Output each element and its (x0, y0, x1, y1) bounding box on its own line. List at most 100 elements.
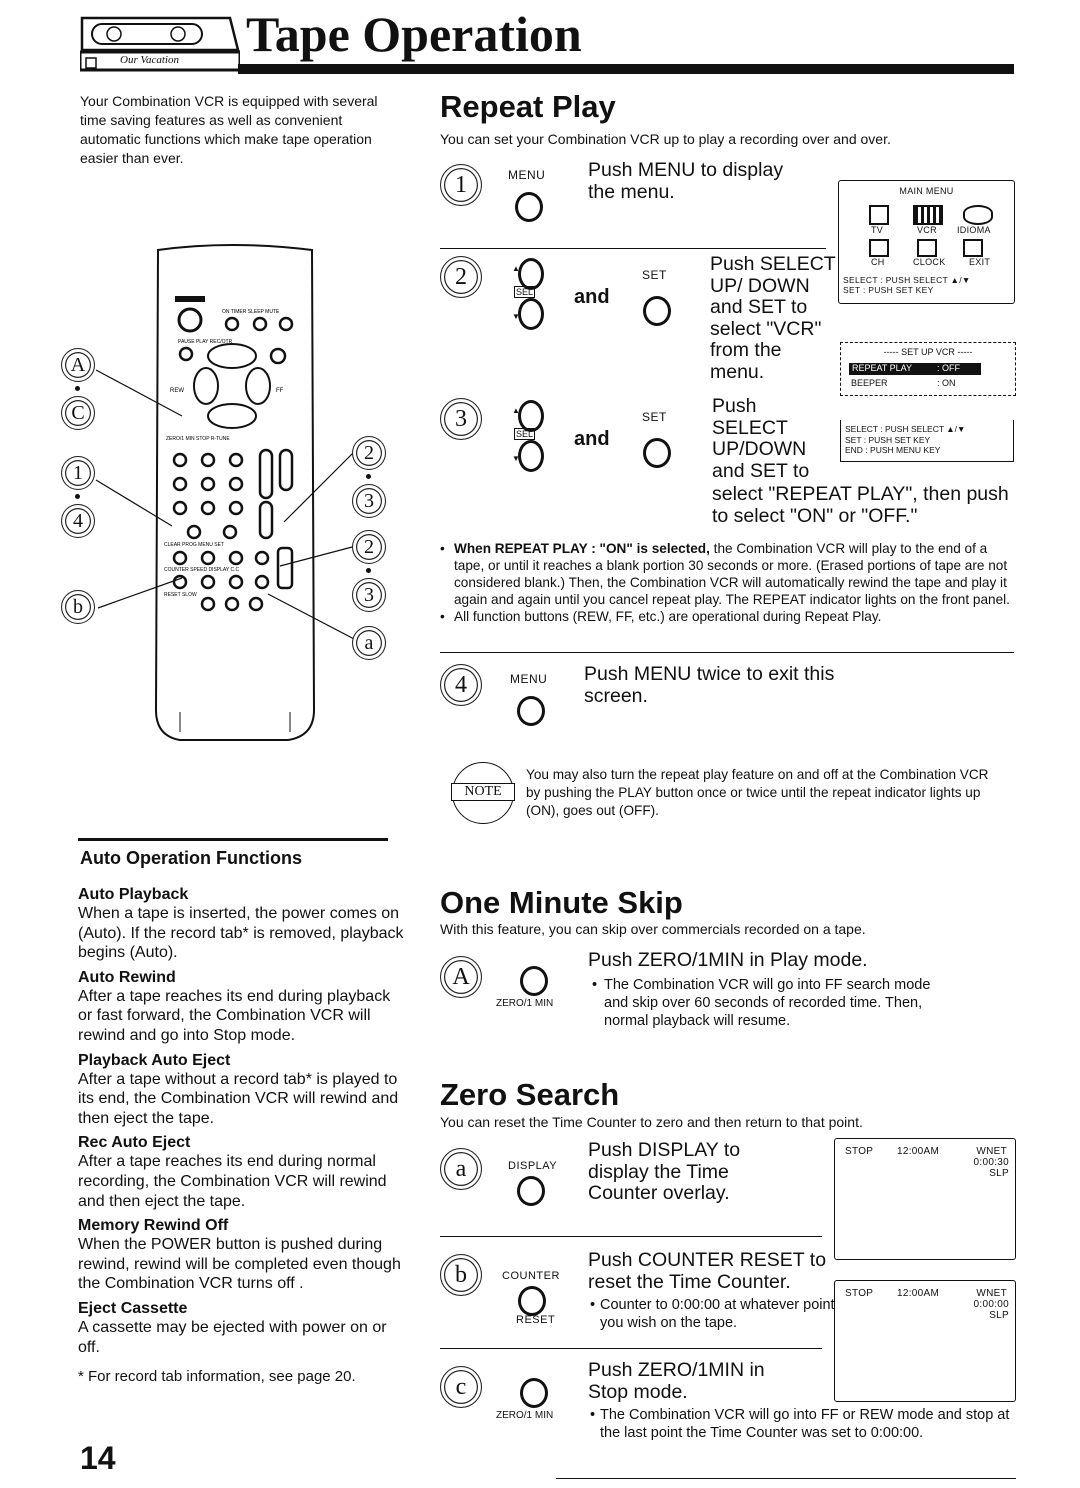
note-badge-icon: NOTE (451, 762, 515, 824)
page-title: Tape Operation (246, 6, 582, 62)
callout-4-icon: 4 (61, 504, 95, 538)
auto-item-head: Rec Auto Eject (78, 1134, 191, 1152)
one-minute-skip-title: One Minute Skip (440, 885, 683, 920)
svg-text:ON TIMER SLEEP MUTE: ON TIMER SLEEP MUTE (222, 309, 280, 315)
bullet-2: • All function buttons (REW, FF, etc.) a… (440, 609, 882, 624)
menu-help-1: SELECT : PUSH SELECT ▲/▼ (843, 275, 971, 285)
auto-item-head: Eject Cassette (78, 1299, 188, 1317)
title-rule (238, 64, 1014, 74)
counter-screen-2: STOP 12:00AM WNET 0:00:00 SLP (834, 1280, 1016, 1402)
sel-rocker-icon: ▲ ▼ SEL (512, 398, 544, 472)
auto-item-head: Memory Rewind Off (78, 1217, 229, 1235)
footnote: * For record tab information, see page 2… (78, 1368, 356, 1386)
main-menu-title: MAIN MENU (899, 186, 954, 196)
auto-item-head: Auto Playback (78, 886, 189, 903)
menu-button-icon[interactable] (517, 696, 545, 726)
auto-item-text: After a tape reaches its end during play… (78, 987, 391, 1044)
display-button-icon[interactable] (517, 1176, 545, 1206)
step-1-icon: 1 (440, 164, 482, 206)
menu-label: MENU (510, 672, 548, 686)
set-button-icon[interactable] (643, 438, 671, 468)
screen-speed: SLP (989, 1168, 1009, 1179)
step-a-text: Push DISPLAY to display the Time Counter… (588, 1139, 741, 1204)
auto-item-text: When a tape is inserted, the power comes… (78, 905, 404, 962)
auto-functions-list: Auto Playback When a tape is inserted, t… (78, 886, 408, 1386)
vcr-help-1: SELECT : PUSH SELECT ▲/▼ (845, 424, 966, 434)
skip-step-head: Push ZERO/1MIN in Play mode. (588, 949, 868, 971)
svg-text:REW: REW (170, 388, 184, 394)
svg-text:RESET SLOW: RESET SLOW (164, 592, 197, 598)
svg-text:COUNTER SPEED DISPLAY C.C: COUNTER SPEED DISPLAY C.C (164, 567, 239, 573)
auto-functions-title: Auto Operation Functions (80, 848, 302, 868)
sel-label: SEL (514, 286, 536, 298)
step-2-icon: 2 (440, 256, 482, 298)
cassette-logo: Our Vacation (78, 10, 242, 72)
menu-icon-label: CH (871, 257, 885, 267)
repeat-play-subtitle: You can set your Combination VCR up to p… (440, 131, 891, 147)
auto-item: Auto Playback When a tape is inserted, t… (78, 886, 408, 963)
clock-icon (917, 239, 937, 257)
note-label: NOTE (451, 783, 515, 801)
auto-item: Playback Auto Eject After a tape without… (78, 1052, 408, 1129)
footer-rule (556, 1478, 1016, 1480)
auto-item: Rec Auto Eject After a tape reaches its … (78, 1134, 408, 1211)
callout-dot (366, 568, 371, 573)
step-3-text-2: select "REPEAT PLAY", then push to selec… (712, 483, 1009, 527)
callout-1-icon: 1 (61, 456, 95, 490)
counter-reset-button-icon[interactable] (518, 1286, 546, 1316)
display-label: DISPLAY (508, 1160, 558, 1172)
auto-item-head: Auto Rewind (78, 968, 176, 986)
auto-item-text: A cassette may be ejected with power on … (78, 1318, 387, 1356)
remote-illustration: ON TIMER SLEEP MUTE PAUSE PLAY REC/OTR R… (60, 240, 400, 780)
menu-icon-label: CLOCK (913, 257, 946, 267)
note-text: You may also turn the repeat play featur… (526, 767, 989, 818)
callout-b-icon: b (61, 590, 95, 624)
screen-channel: WNET (976, 1146, 1007, 1157)
step-a-icon: a (440, 1148, 482, 1190)
step-b-text-content: Counter to 0:00:00 at whatever point you… (600, 1297, 835, 1331)
menu-button-icon[interactable] (515, 192, 543, 222)
zero-1min-label: ZERO/1 MIN (496, 998, 554, 1009)
svg-text:PAUSE PLAY REC/OTR: PAUSE PLAY REC/OTR (178, 339, 233, 345)
bullet-2-text: All function buttons (REW, FF, etc.) are… (454, 609, 882, 624)
callout-3-icon: 3 (352, 484, 386, 518)
zero-1min-button-icon[interactable] (520, 966, 548, 996)
and-label: and (574, 428, 610, 450)
vcr-screen-title: ----- SET UP VCR ----- (883, 347, 973, 357)
menu-icon-label: EXIT (969, 257, 991, 267)
callout-A-icon: A (61, 348, 95, 382)
sel-label: SEL (514, 428, 536, 440)
step-4-text: Push MENU twice to exit this screen. (584, 663, 835, 707)
bullet-1-bold: When REPEAT PLAY : "ON" is selected, (454, 541, 710, 556)
repeat-bullets: • When REPEAT PLAY : "ON" is selected, t… (440, 540, 1010, 625)
zero-1min-label: ZERO/1 MIN (496, 1410, 554, 1421)
vcr-setup-screen: ----- SET UP VCR ----- REPEAT PLAY : OFF… (840, 342, 1016, 396)
step-divider (440, 652, 1014, 654)
main-menu-screen: MAIN MENU TV VCR IDIOMA CH CLOCK EXIT SE… (838, 180, 1015, 304)
auto-item-text: When the POWER button is pushed during r… (78, 1236, 401, 1293)
auto-item-text: After a tape without a record tab* is pl… (78, 1070, 399, 1127)
skip-step-text-content: The Combination VCR will go into FF sear… (604, 977, 931, 1029)
menu-help-2: SET : PUSH SET KEY (843, 285, 934, 295)
screen-speed: SLP (989, 1310, 1009, 1321)
screen-counter: 0:00:30 (973, 1157, 1009, 1168)
screen-time: 12:00AM (897, 1146, 940, 1157)
skip-step-text: •The Combination VCR will go into FF sea… (592, 977, 931, 1029)
set-button-icon[interactable] (643, 296, 671, 326)
ch-icon (869, 239, 889, 257)
auto-item-head: Playback Auto Eject (78, 1051, 231, 1069)
tv-icon (869, 205, 889, 225)
step-b-icon: b (440, 1254, 482, 1296)
repeat-play-value: : OFF (937, 363, 960, 373)
menu-icon-label: TV (871, 225, 884, 235)
vcr-icon (913, 205, 943, 225)
svg-text:CLEAR PROG MENU SET: CLEAR PROG MENU SET (164, 542, 224, 548)
step-b-text: •Counter to 0:00:00 at whatever point yo… (590, 1297, 835, 1331)
sel-rocker-icon: ▲ ▼ SEL (512, 256, 544, 330)
set-label: SET (642, 410, 667, 424)
and-label: and (574, 286, 610, 308)
repeat-play-title: Repeat Play (440, 89, 616, 124)
zero-1min-button-icon[interactable] (520, 1378, 548, 1408)
svg-text:FF: FF (276, 388, 284, 394)
step-b-head: Push COUNTER RESET to reset the Time Cou… (588, 1249, 827, 1293)
